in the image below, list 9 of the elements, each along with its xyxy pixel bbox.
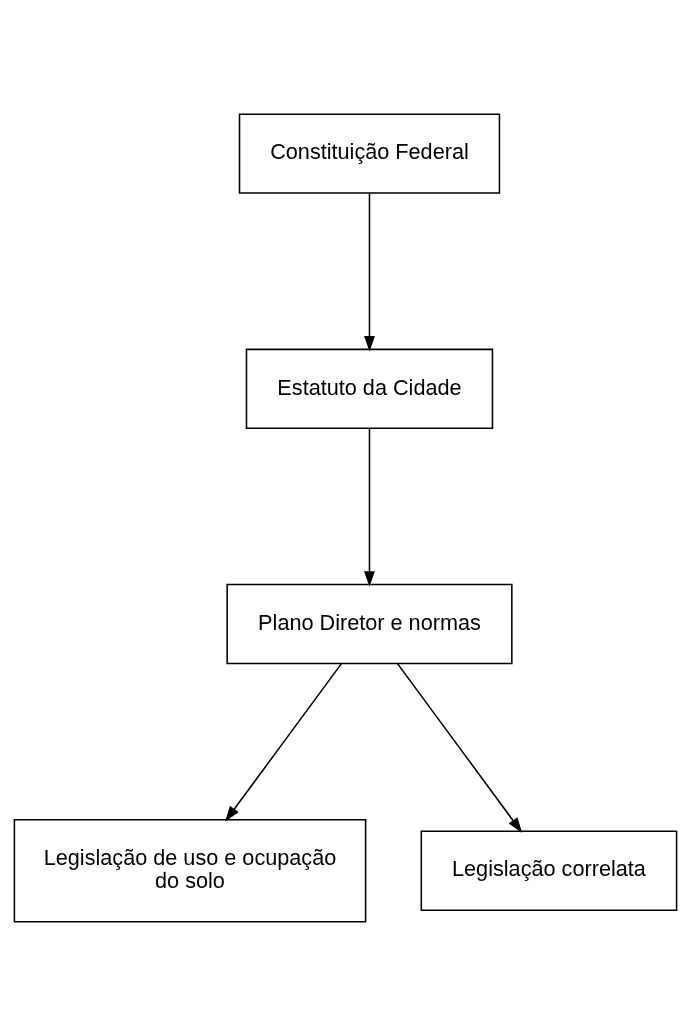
node-box: Plano Diretor e normas: [226, 583, 513, 665]
arrow: [225, 662, 343, 822]
node-box: Legislação correlata: [420, 830, 678, 911]
node-box: Legislação de uso e ocupação do solo: [13, 818, 367, 923]
arrow: [364, 427, 375, 587]
arrow: [396, 662, 523, 833]
arrow: [364, 192, 375, 352]
node-box: Constituição Federal: [238, 113, 501, 194]
node-box: Estatuto da Cidade: [245, 348, 494, 430]
